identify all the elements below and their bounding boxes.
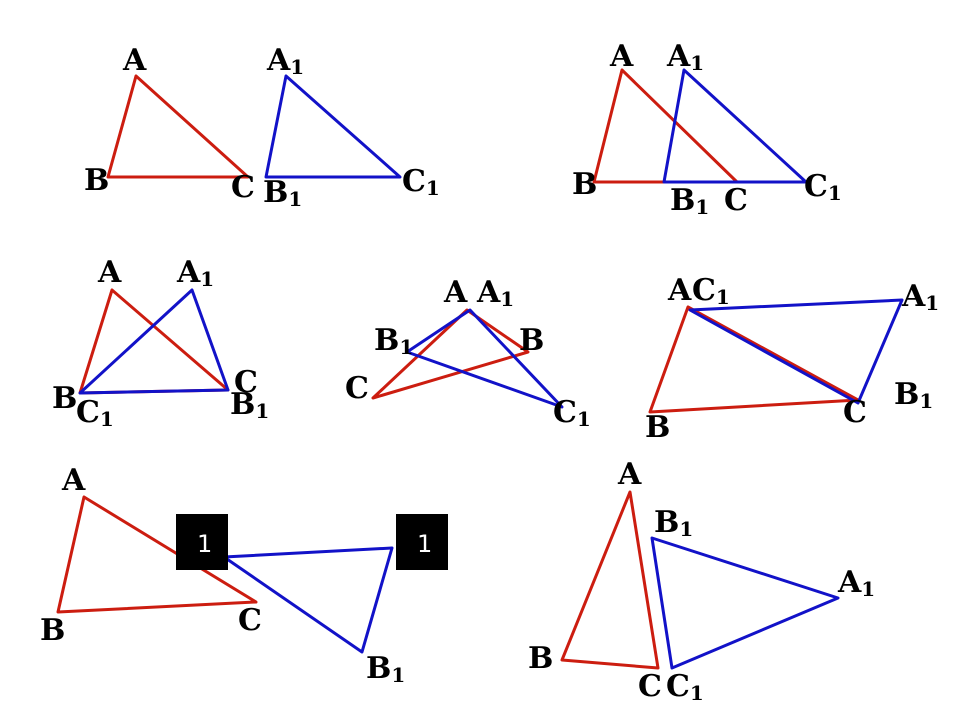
fig-mid-right-label-b: B (645, 410, 670, 445)
fig-bottom-left-box-label: 1 (197, 530, 212, 558)
fig-mid-right-red-triangle (648, 305, 860, 414)
fig-mid-center-label-a1: A1 (476, 275, 514, 311)
fig-bottom-left-label-b1: B1 (366, 651, 405, 687)
fig-top-left-label-b1: B1 (263, 175, 302, 211)
fig-bottom-right-label-b: B (528, 641, 553, 676)
fig-top-left-label-a1: A1 (266, 43, 304, 79)
fig-bottom-right-label-c1: C1 (666, 669, 704, 705)
fig-bottom-right-label-c: C (638, 669, 662, 704)
fig-top-left-label-a: A (122, 43, 147, 78)
fig-bottom-left: 1 1 A B C B1 (40, 463, 448, 687)
fig-mid-right-label-c: C (843, 395, 867, 430)
fig-mid-right-label-c1: C1 (692, 273, 730, 309)
fig-top-right-blue-triangle (662, 68, 808, 184)
fig-top-right: A A1B B1 C C1 (572, 39, 842, 219)
fig-mid-center-label-c: C (345, 371, 369, 406)
fig-bottom-left-label-c: C (238, 603, 262, 638)
fig-bottom-left-black-box (396, 514, 448, 570)
fig-mid-right-label-a1: A1 (901, 279, 939, 315)
fig-bottom-left-blue-triangle (222, 546, 394, 654)
fig-top-right-label-b: B (572, 167, 597, 202)
fig-mid-left-label-c: C (234, 365, 258, 400)
fig-top-right-label-c1: C1 (804, 169, 842, 205)
fig-mid-right-blue-triangle (688, 298, 904, 405)
fig-mid-left-label-c1: C1 (76, 395, 114, 431)
fig-mid-right-label-b1: B1 (894, 377, 933, 413)
fig-top-right-label-c: C (724, 183, 748, 218)
fig-top-right-label-b1: B1 (670, 183, 709, 219)
fig-mid-center-blue-triangle (405, 308, 564, 409)
fig-mid-center-label-b: B (519, 323, 544, 358)
fig-bottom-right-label-a1: A1 (837, 565, 875, 601)
fig-mid-left-label-a1: A1 (176, 255, 214, 291)
fig-mid-left-label-b: B (52, 381, 77, 416)
fig-top-left-label-c1: C1 (402, 164, 440, 200)
fig-mid-center-label-b1: B1 (374, 323, 413, 359)
fig-bottom-left-label-a: A (61, 463, 86, 498)
fig-bottom-left-box-label: 1 (417, 530, 432, 558)
fig-mid-left-label-b1: B1 (230, 387, 269, 423)
fig-top-left-label-c: C (231, 170, 255, 205)
fig-top-left-blue-triangle (264, 74, 402, 179)
fig-mid-center-label-c1: C1 (553, 395, 591, 431)
fig-top-left-label-b: B (84, 163, 109, 198)
fig-bottom-left-black-box (176, 514, 228, 570)
fig-mid-left-red-triangle (78, 288, 230, 395)
fig-top-left-red-triangle (106, 74, 250, 179)
fig-mid-left-label-a: A (97, 255, 122, 290)
fig-bottom-right-red-triangle (560, 490, 660, 670)
fig-mid-left-blue-triangle (78, 288, 230, 395)
fig-bottom-left-label-b: B (40, 613, 65, 648)
fig-bottom-right-label-a: A (617, 457, 642, 492)
fig-mid-center-red-triangle (371, 308, 530, 400)
fig-mid-center-label-a: A (443, 275, 468, 310)
fig-mid-right-label-a: A (667, 273, 692, 308)
fig-bottom-left-red-triangle (56, 495, 258, 614)
fig-top-right-label-a: A (609, 39, 634, 74)
fig-top-right-label-a1: A1 (666, 39, 704, 75)
fig-bottom-right-blue-triangle (650, 536, 840, 670)
fig-bottom-right-label-b1: B1 (654, 505, 693, 541)
